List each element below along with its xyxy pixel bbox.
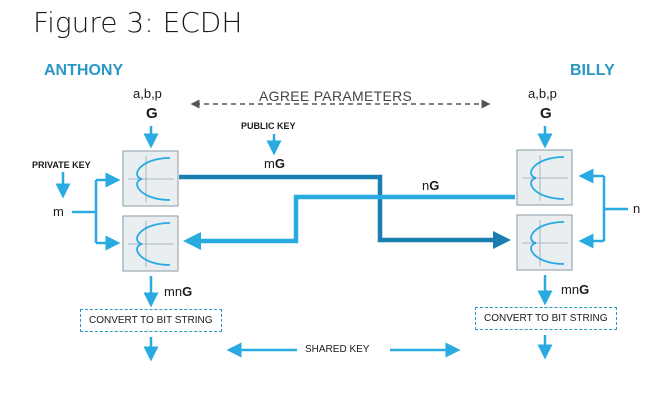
right-convert-box: CONVERT TO BIT STRING [475,307,617,330]
right-bottom-curve-box [516,214,573,271]
right-top-curve-box [516,149,573,206]
left-top-curve-box [122,150,179,207]
left-bottom-curve-box [122,215,179,272]
left-params: a,b,p [133,86,162,101]
left-generator: G [146,105,158,122]
left-mng-prefix: mn [164,284,183,299]
public-key-label: PUBLIC KEY [241,121,296,131]
ng-prefix: n [422,178,430,193]
left-convert-box: CONVERT TO BIT STRING [80,309,222,332]
left-mng-suffix: G [182,284,193,299]
right-private-var: n [633,201,641,216]
mg-suffix: G [274,156,285,171]
right-params: a,b,p [528,86,557,101]
ng-path [183,194,515,250]
agree-parameters-label: AGREE PARAMETERS [259,88,413,104]
right-mng-suffix: G [579,282,590,297]
right-mng-label: mnG [561,282,589,297]
anthony-label: ANTHONY [44,62,124,79]
right-generator: G [540,105,552,122]
ng-label: nG [422,178,439,193]
ng-suffix: G [429,178,440,193]
mg-path [179,174,511,249]
left-m-bracket [72,180,98,243]
figure-title: Figure 3: ECDH [33,6,243,39]
shared-key-label: SHARED KEY [305,344,370,355]
mg-label: mG [264,156,285,171]
left-private-var: m [53,204,64,219]
right-mng-prefix: mn [561,282,580,297]
private-key-label: PRIVATE KEY [32,160,91,170]
billy-label: BILLY [570,62,615,79]
left-mng-label: mnG [164,284,192,299]
mg-prefix: m [264,156,275,171]
right-n-bracket [602,176,628,241]
